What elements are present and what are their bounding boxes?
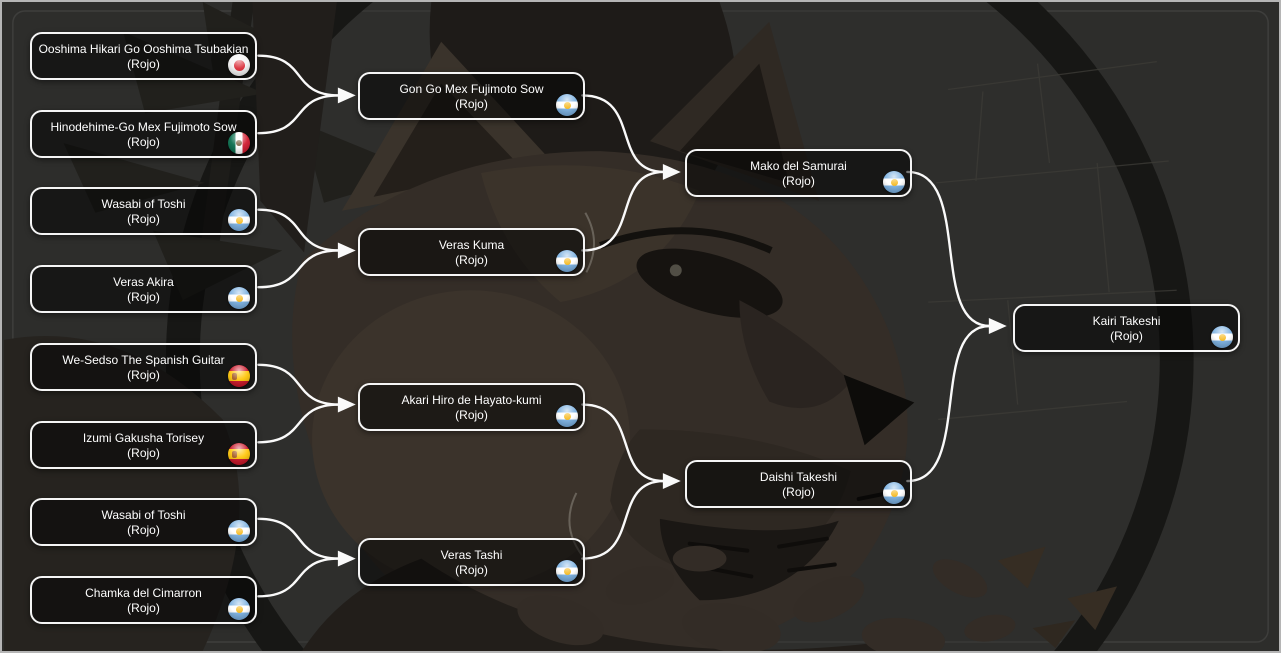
dog-name: Hinodehime-Go Mex Fujimoto Sow (50, 119, 237, 134)
country-flag-icon (556, 560, 578, 582)
dog-variety: (Rojo) (127, 56, 160, 71)
dog-variety: (Rojo) (127, 522, 160, 537)
country-flag-icon (228, 443, 250, 465)
pedigree-node[interactable]: Mako del Samurai (Rojo) (685, 149, 912, 197)
country-flag-icon (1211, 326, 1233, 348)
pedigree-node[interactable]: Ooshima Hikari Go Ooshima Tsubakian (Roj… (30, 32, 257, 80)
pedigree-node[interactable]: Veras Kuma (Rojo) (358, 228, 585, 276)
country-flag-icon (556, 405, 578, 427)
country-flag-icon (883, 171, 905, 193)
tile-pattern (928, 60, 1177, 421)
dog-name: Veras Akira (113, 274, 174, 289)
dog-variety: (Rojo) (127, 211, 160, 226)
dog-variety: (Rojo) (1110, 328, 1143, 343)
pedigree-node[interactable]: Veras Akira (Rojo) (30, 265, 257, 313)
pedigree-node[interactable]: We-Sedso The Spanish Guitar (Rojo) (30, 343, 257, 391)
dog-name: Daishi Takeshi (759, 469, 838, 484)
foreground-shadows (3, 2, 337, 651)
dog-name: Mako del Samurai (750, 158, 847, 173)
country-flag-icon (228, 520, 250, 542)
country-flag-icon (228, 598, 250, 620)
dog-name: Veras Kuma (438, 237, 505, 252)
pedigree-node[interactable]: Veras Tashi (Rojo) (358, 538, 585, 586)
dog-name: Gon Go Mex Fujimoto Sow (399, 81, 544, 96)
dog-variety: (Rojo) (127, 289, 160, 304)
dog-variety: (Rojo) (127, 600, 160, 615)
country-flag-icon (556, 250, 578, 272)
dog-variety: (Rojo) (455, 407, 488, 422)
dog-variety: (Rojo) (782, 173, 815, 188)
dog-name: Ooshima Hikari Go Ooshima Tsubakian (38, 41, 249, 56)
dog-name: Kairi Takeshi (1092, 313, 1161, 328)
country-flag-icon (883, 482, 905, 504)
dog-name: We-Sedso The Spanish Guitar (62, 352, 225, 367)
dog-variety: (Rojo) (455, 562, 488, 577)
country-flag-icon (228, 365, 250, 387)
pedigree-node[interactable]: Daishi Takeshi (Rojo) (685, 460, 912, 508)
arrow-right-icon (337, 87, 1007, 567)
pedigree-node[interactable]: Akari Hiro de Hayato-kumi (Rojo) (358, 383, 585, 431)
dog-name: Izumi Gakusha Torisey (82, 430, 205, 445)
dog-name: Wasabi of Toshi (101, 507, 186, 522)
dog-name: Chamka del Cimarron (85, 585, 202, 600)
pedigree-node[interactable]: Wasabi of Toshi (Rojo) (30, 498, 257, 546)
dog-name: Veras Tashi (440, 547, 503, 562)
pebbles (517, 545, 1118, 651)
pedigree-node[interactable]: Izumi Gakusha Torisey (Rojo) (30, 421, 257, 469)
country-flag-icon (228, 132, 250, 154)
pedigree-node[interactable]: Chamka del Cimarron (Rojo) (30, 576, 257, 624)
dog-variety: (Rojo) (127, 134, 160, 149)
dog-variety: (Rojo) (782, 484, 815, 499)
pedigree-node[interactable]: Kairi Takeshi (Rojo) (1013, 304, 1240, 352)
dog-variety: (Rojo) (455, 96, 488, 111)
pedigree-node[interactable]: Gon Go Mex Fujimoto Sow (Rojo) (358, 72, 585, 120)
connector-lines (257, 54, 992, 598)
country-flag-icon (228, 54, 250, 76)
country-flag-icon (228, 209, 250, 231)
dog-variety: (Rojo) (127, 367, 160, 382)
country-flag-icon (228, 287, 250, 309)
dog-variety: (Rojo) (455, 252, 488, 267)
pedigree-node[interactable]: Wasabi of Toshi (Rojo) (30, 187, 257, 235)
dog-name: Akari Hiro de Hayato-kumi (401, 392, 542, 407)
dog-variety: (Rojo) (127, 445, 160, 460)
pedigree-node[interactable]: Hinodehime-Go Mex Fujimoto Sow (Rojo) (30, 110, 257, 158)
dog-name: Wasabi of Toshi (101, 196, 186, 211)
country-flag-icon (556, 94, 578, 116)
